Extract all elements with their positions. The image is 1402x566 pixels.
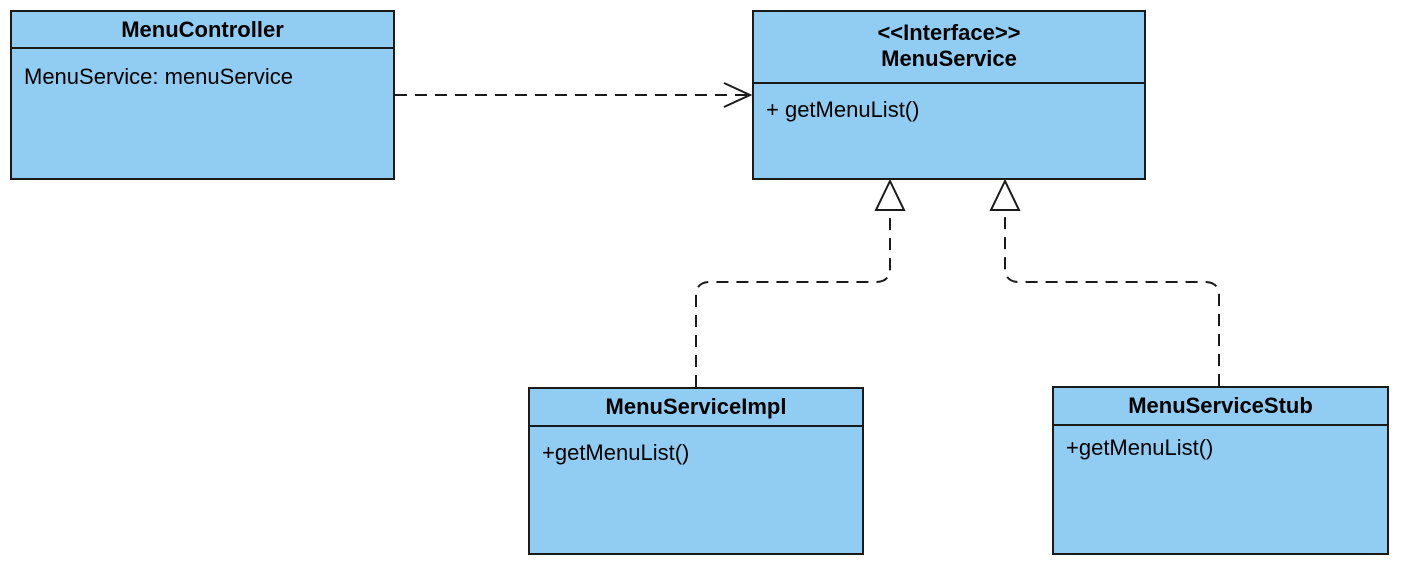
class-menu-controller[interactable]: MenuController MenuService: menuService: [10, 10, 395, 180]
class-stereotype: <<Interface>>: [877, 20, 1021, 45]
realization-line-impl: [695, 210, 891, 387]
class-header: <<Interface>> MenuService: [754, 12, 1144, 84]
class-members: + getMenuList(): [754, 84, 1144, 130]
class-method: + getMenuList(): [766, 97, 920, 122]
class-name: MenuController: [121, 17, 284, 42]
interface-menu-service[interactable]: <<Interface>> MenuService + getMenuList(…: [752, 10, 1146, 180]
class-menu-service-impl[interactable]: MenuServiceImpl +getMenuList(): [528, 387, 864, 555]
class-header: MenuController: [12, 12, 393, 49]
class-method: +getMenuList(): [1066, 435, 1214, 460]
class-name: MenuService: [881, 46, 1017, 71]
class-members: MenuService: menuService: [12, 49, 393, 97]
realization-triangle-stub: [989, 178, 1021, 211]
class-header: MenuServiceImpl: [530, 389, 862, 427]
realization-line-stub: [1004, 210, 1220, 386]
class-name: MenuServiceStub: [1128, 393, 1313, 418]
class-members: +getMenuList(): [1054, 426, 1387, 468]
dependency-arrowhead: [723, 82, 753, 108]
realization-arrow-impl: [695, 178, 906, 387]
dependency-arrow: [395, 82, 753, 108]
class-menu-service-stub[interactable]: MenuServiceStub +getMenuList(): [1052, 386, 1389, 555]
class-attribute: MenuService: menuService: [24, 64, 294, 89]
class-members: +getMenuList(): [530, 427, 862, 473]
class-header: MenuServiceStub: [1054, 388, 1387, 426]
realization-arrow-stub: [989, 178, 1220, 386]
class-method: +getMenuList(): [542, 440, 690, 465]
class-name: MenuServiceImpl: [605, 394, 787, 419]
realization-triangle-impl: [874, 178, 906, 211]
